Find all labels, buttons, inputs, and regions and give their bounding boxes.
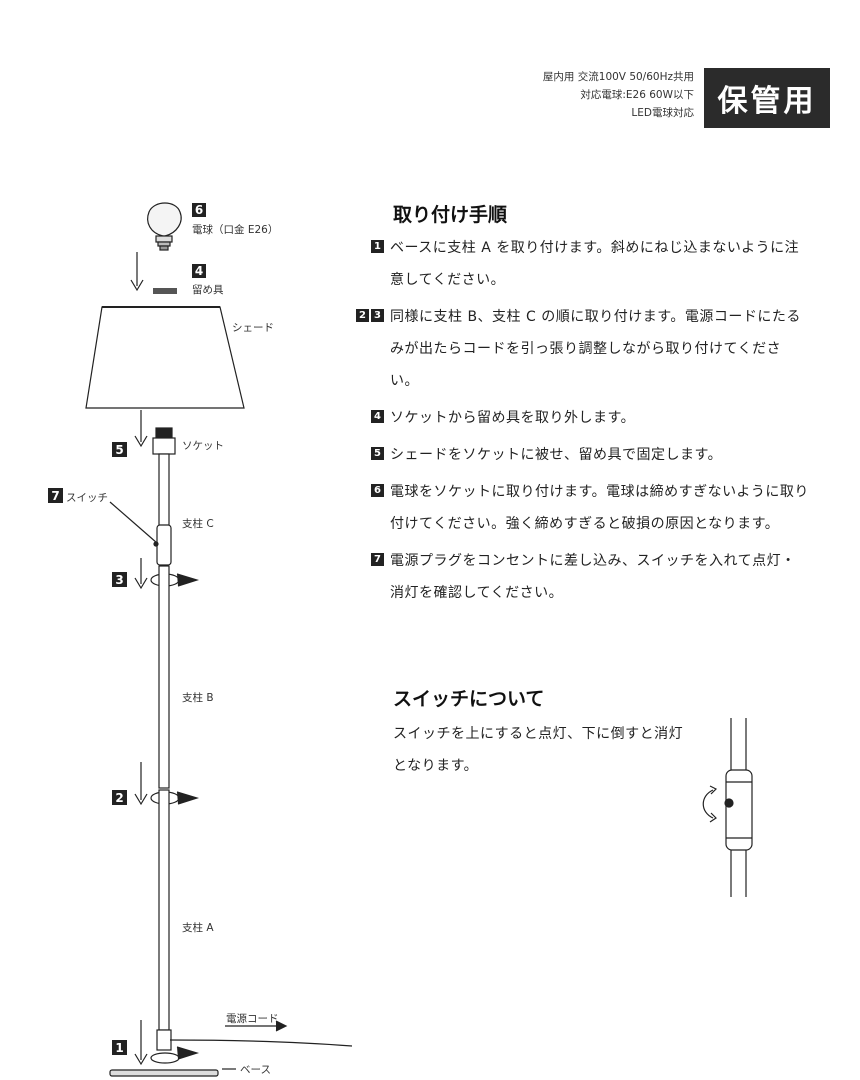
cord-label: 電源コード	[226, 1013, 279, 1025]
bulb-icon	[147, 202, 182, 237]
power-cord	[169, 1039, 353, 1047]
diagram-num-5: 5	[112, 442, 127, 457]
clip-icon	[153, 288, 177, 294]
pole-a	[158, 789, 170, 1031]
diagram-num-7: 7	[48, 488, 63, 503]
base-label: ベース	[240, 1064, 271, 1076]
step-2-3: 2 3 同様に支柱 B、支柱 C の順に取り付けます。電源コードにたるみが出たら…	[340, 301, 810, 397]
pole-b-label: 支柱 B	[182, 692, 214, 704]
spec-line-led: LED電球対応	[631, 107, 694, 119]
socket-label: ソケット	[182, 440, 224, 452]
instruction-steps: 1 ベースに支柱 A を取り付けます。斜めにねじ込まないように注意してください。…	[340, 232, 810, 614]
diagram-num-3: 3	[112, 572, 127, 587]
step-6: 6 電球をソケットに取り付けます。電球は締めすぎないように取り付けてください。強…	[340, 476, 810, 540]
step-number: 7	[371, 553, 384, 566]
step-text: ソケットから留め具を取り外します。	[390, 410, 636, 426]
step-1: 1 ベースに支柱 A を取り付けます。斜めにねじ込まないように注意してください。	[340, 232, 810, 296]
socket-icon	[155, 427, 173, 439]
step-number: 2	[356, 309, 369, 322]
step-5: 5 シェードをソケットに被せ、留め具で固定します。	[340, 439, 810, 471]
spec-text: 屋内用 交流100V 50/60Hz共用 対応電球:E26 60W以下 LED電…	[543, 68, 694, 122]
diagram-num-1: 1	[112, 1040, 127, 1055]
pole-b	[158, 565, 170, 789]
step-number: 1	[371, 240, 384, 253]
step-number: 5	[371, 447, 384, 460]
shade-label: シェード	[232, 322, 274, 334]
base-icon	[109, 1069, 219, 1077]
diagram-num-4: 4	[192, 264, 206, 278]
step-number: 4	[371, 410, 384, 423]
switch-section-title: スイッチについて	[393, 688, 545, 710]
diagram-num-6: 6	[192, 203, 206, 217]
pole-c-label: 支柱 C	[182, 518, 214, 530]
switch-detail-illustration	[702, 718, 753, 897]
step-4: 4 ソケットから留め具を取り外します。	[340, 402, 810, 434]
bulb-label: 電球（口金 E26）	[192, 224, 279, 236]
step-7: 7 電源プラグをコンセントに差し込み、スイッチを入れて点灯・消灯を確認してくださ…	[340, 545, 810, 609]
step-text: ベースに支柱 A を取り付けます。斜めにねじ込まないように注意してください。	[390, 240, 800, 288]
step-number: 6	[371, 484, 384, 497]
diagram-num-2: 2	[112, 790, 127, 805]
step-text: 同様に支柱 B、支柱 C の順に取り付けます。電源コードにたるみが出たらコードを…	[390, 309, 801, 389]
shade-icon	[85, 306, 245, 409]
switch-section-text: スイッチを上にすると点灯、下に倒すと消灯となります。	[393, 726, 684, 774]
pole-a-label: 支柱 A	[182, 922, 214, 934]
storage-badge: 保管用	[704, 68, 830, 128]
step-text: 電球をソケットに取り付けます。電球は締めすぎないように取り付けてください。強く締…	[390, 484, 809, 532]
step-number: 3	[371, 309, 384, 322]
step-text: シェードをソケットに被せ、留め具で固定します。	[390, 447, 723, 463]
spec-line-voltage: 屋内用 交流100V 50/60Hz共用	[542, 71, 694, 83]
switch-label: スイッチ	[66, 492, 108, 504]
clip-label: 留め具	[192, 284, 224, 296]
spec-line-bulb: 対応電球:E26 60W以下	[580, 89, 694, 101]
instructions-title: 取り付け手順	[393, 204, 508, 226]
step-text: 電源プラグをコンセントに差し込み、スイッチを入れて点灯・消灯を確認してください。	[390, 553, 796, 601]
